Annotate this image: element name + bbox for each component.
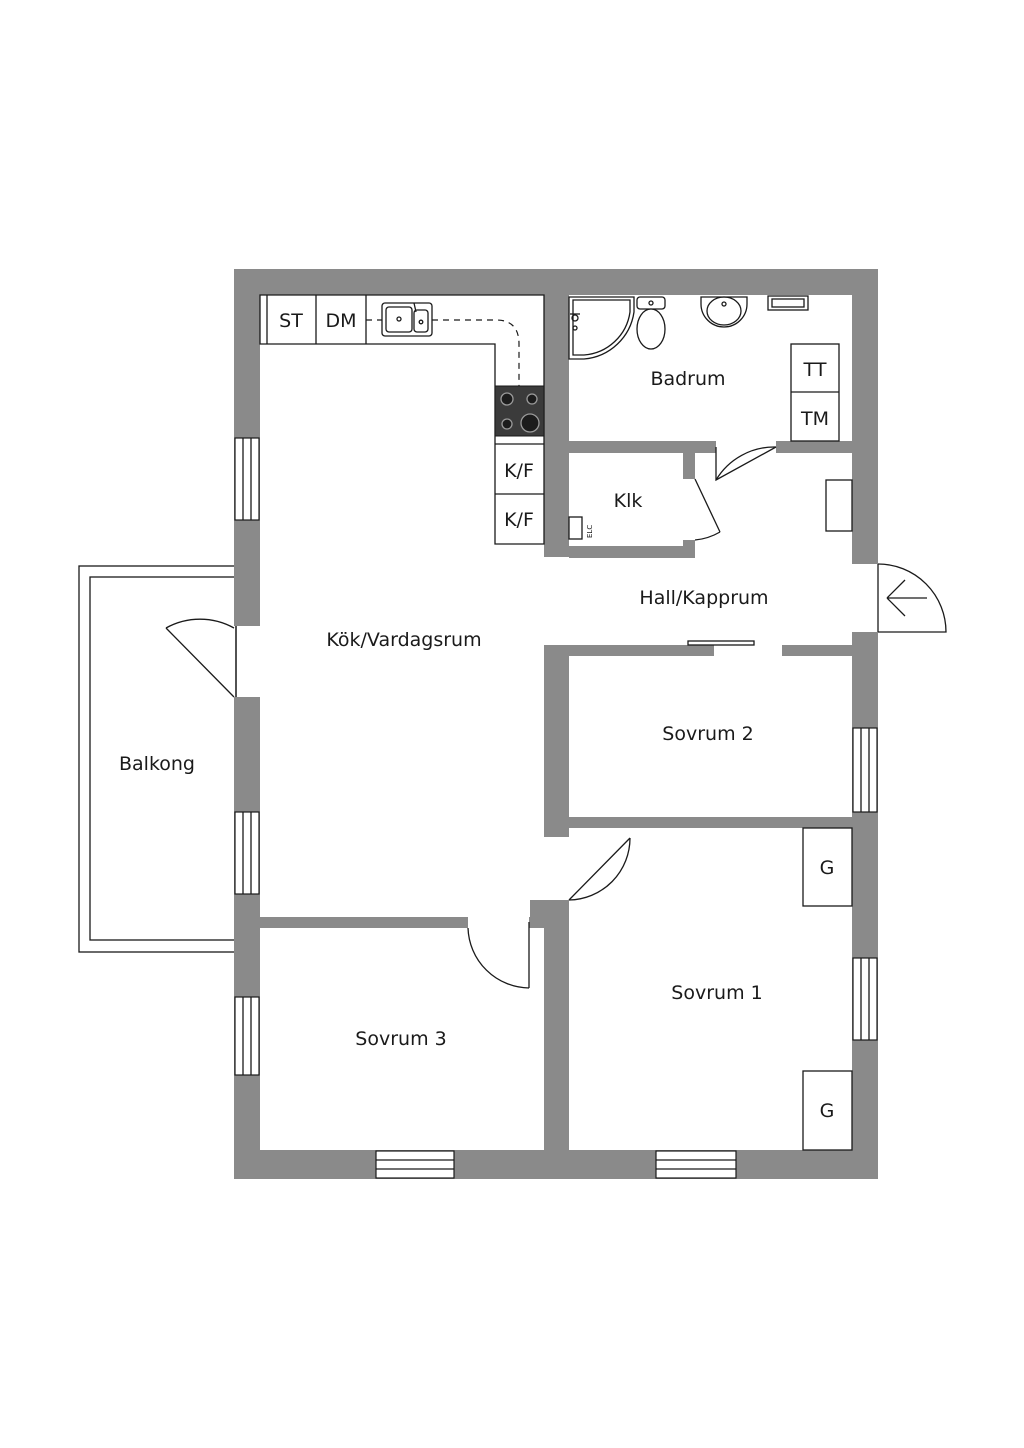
door-bedroom1: [568, 837, 631, 901]
window-bedroom3-left: [234, 996, 260, 1076]
bedroom-1-label: Sovrum 1: [671, 982, 762, 1004]
window-bedroom3-bottom: [375, 1150, 455, 1179]
cabinet-icon: [767, 295, 809, 311]
door-balcony: [165, 618, 235, 698]
washing-machine-label: TM: [800, 408, 829, 430]
wall-bedroom2-top-left: [544, 645, 714, 656]
window-bedroom1-bottom: [655, 1150, 737, 1179]
door-bedroom3: [467, 922, 530, 989]
door-closet: [694, 478, 721, 541]
wardrobe-2: [802, 1070, 853, 1151]
cooktop-icon: [494, 385, 545, 437]
wall-closet-right-upper: [683, 453, 695, 479]
hall-shelf: [825, 479, 853, 532]
window-kitchen-left-lower: [234, 811, 260, 895]
window-kitchen-left-upper: [234, 437, 260, 521]
wardrobe-label-2: G: [820, 1100, 835, 1122]
tumble-dryer-label: TT: [803, 359, 827, 381]
window-bedroom1-right: [852, 957, 878, 1041]
wall-kitchen-bath: [544, 295, 569, 557]
wall-bedroom2-top-right: [782, 645, 852, 656]
window-bedroom2-right: [852, 727, 878, 813]
windows: [234, 437, 878, 1179]
wall-bedroom1-bedroom3: [544, 900, 569, 1150]
wall-stub: [530, 900, 544, 918]
wall-bedroom2-bottom: [569, 817, 852, 828]
wardrobe-1: [802, 827, 853, 907]
entrance-arrow-icon: [886, 579, 927, 617]
doors: [165, 446, 947, 989]
fridge-freezer-label-1: K/F: [504, 460, 534, 482]
balcony-label: Balkong: [119, 753, 195, 775]
stove-label: ST: [279, 310, 303, 332]
kitchen-counter: [259, 294, 545, 545]
sink-icon: [381, 302, 433, 337]
bedroom-2-label: Sovrum 2: [662, 723, 753, 745]
bedroom-3-label: Sovrum 3: [355, 1028, 446, 1050]
kitchen-fixtures: ST DM K/F K/F: [259, 294, 545, 545]
toilet-icon: [636, 296, 666, 350]
wall-closet-right-lower: [683, 540, 695, 558]
outer-wall-right-lower: [852, 632, 878, 1179]
bathroom-fixtures: TT TM: [568, 295, 840, 442]
electrical-cabinet-label: ELC: [586, 525, 594, 538]
door-entrance: [877, 563, 947, 633]
balcony-outline: [78, 565, 237, 953]
outer-wall-left-lower: [234, 697, 260, 1179]
closet-fixtures: ELC: [568, 479, 853, 540]
closet-label: Klk: [614, 490, 643, 512]
dishwasher-label: DM: [325, 310, 356, 332]
wardrobe-label-1: G: [820, 857, 835, 879]
door-bedroom2-sliding: [687, 640, 755, 646]
electrical-cabinet: [568, 516, 583, 540]
wall-closet-bottom: [569, 546, 695, 558]
wardrobes: G G: [802, 827, 853, 1151]
kitchen-living-label: Kök/Vardagsrum: [326, 629, 481, 651]
outer-wall-top: [234, 269, 878, 295]
washbasin-icon: [700, 296, 748, 328]
balcony: [78, 565, 237, 953]
wall-bedroom3-top-right: [529, 917, 544, 928]
bathroom-label: Badrum: [650, 368, 725, 390]
outer-wall-bottom: [234, 1150, 878, 1179]
wall-bath-bottom-right: [776, 441, 852, 453]
wall-bedroom3-top-left: [260, 917, 468, 928]
wall-bedroom2-left: [544, 645, 569, 837]
door-bathroom: [715, 446, 777, 482]
outer-wall-right-upper: [852, 269, 878, 564]
room-labels: Kök/Vardagsrum Badrum Klk Hall/Kapprum S…: [119, 368, 769, 1050]
wall-bath-bottom-left: [569, 441, 716, 453]
sliding-door: [687, 640, 755, 646]
walls: [234, 269, 878, 1179]
fridge-freezer-label-2: K/F: [504, 509, 534, 531]
shower-icon: [568, 296, 635, 360]
hall-label: Hall/Kapprum: [639, 587, 768, 609]
